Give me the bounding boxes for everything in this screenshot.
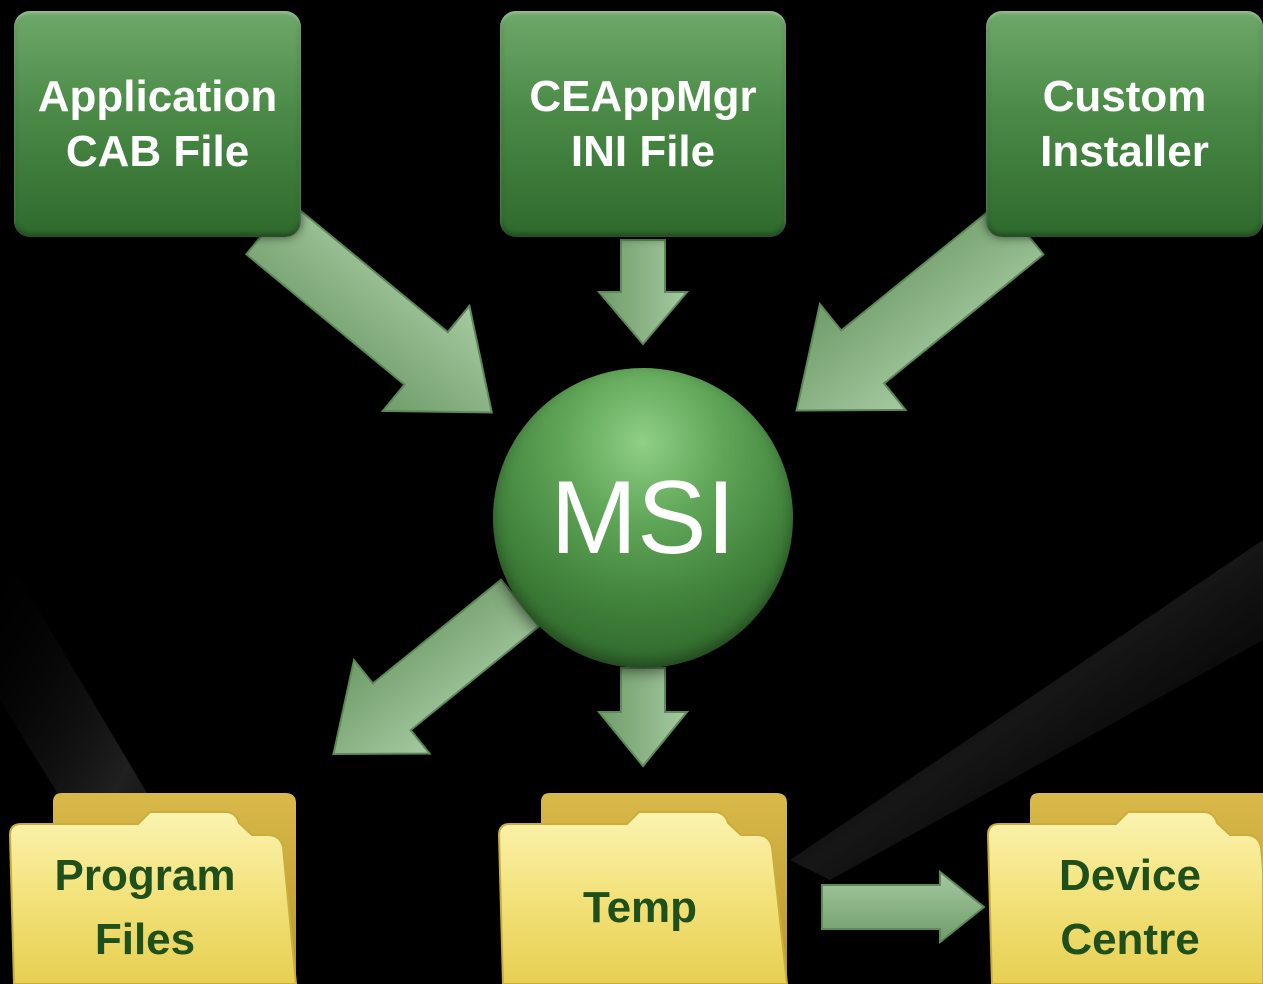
target-label-program-files: Program Files [54,851,236,964]
source-box-ceappmgr-ini: CEAppMgr INI File [500,11,786,237]
arrow-msi-to-program-files [332,578,541,756]
msi-node: MSI [493,368,793,668]
arrow-custom-to-msi [795,200,1045,412]
source-label-custom-installer: Custom Installer [1040,71,1209,176]
folder-icon-temp [497,793,789,984]
target-label-temp: Temp [582,883,698,932]
folder-icon-device-centre [986,793,1263,984]
msi-label: MSI [550,459,736,576]
background-streak-right [790,540,1263,880]
folder-icon-program-files [8,793,298,984]
source-box-custom-installer: Custom Installer [986,11,1263,237]
arrow-temp-to-device-centre [821,869,986,945]
arrow-ini-to-msi [596,239,690,346]
arrow-cab-to-msi [244,200,494,414]
source-label-ceappmgr-ini: CEAppMgr INI File [529,71,757,176]
source-box-application-cab: Application CAB File [14,11,301,237]
source-label-application-cab: Application CAB File [37,71,278,176]
target-label-device-centre: Device Centre [1059,851,1201,964]
arrow-msi-to-temp [596,667,690,768]
